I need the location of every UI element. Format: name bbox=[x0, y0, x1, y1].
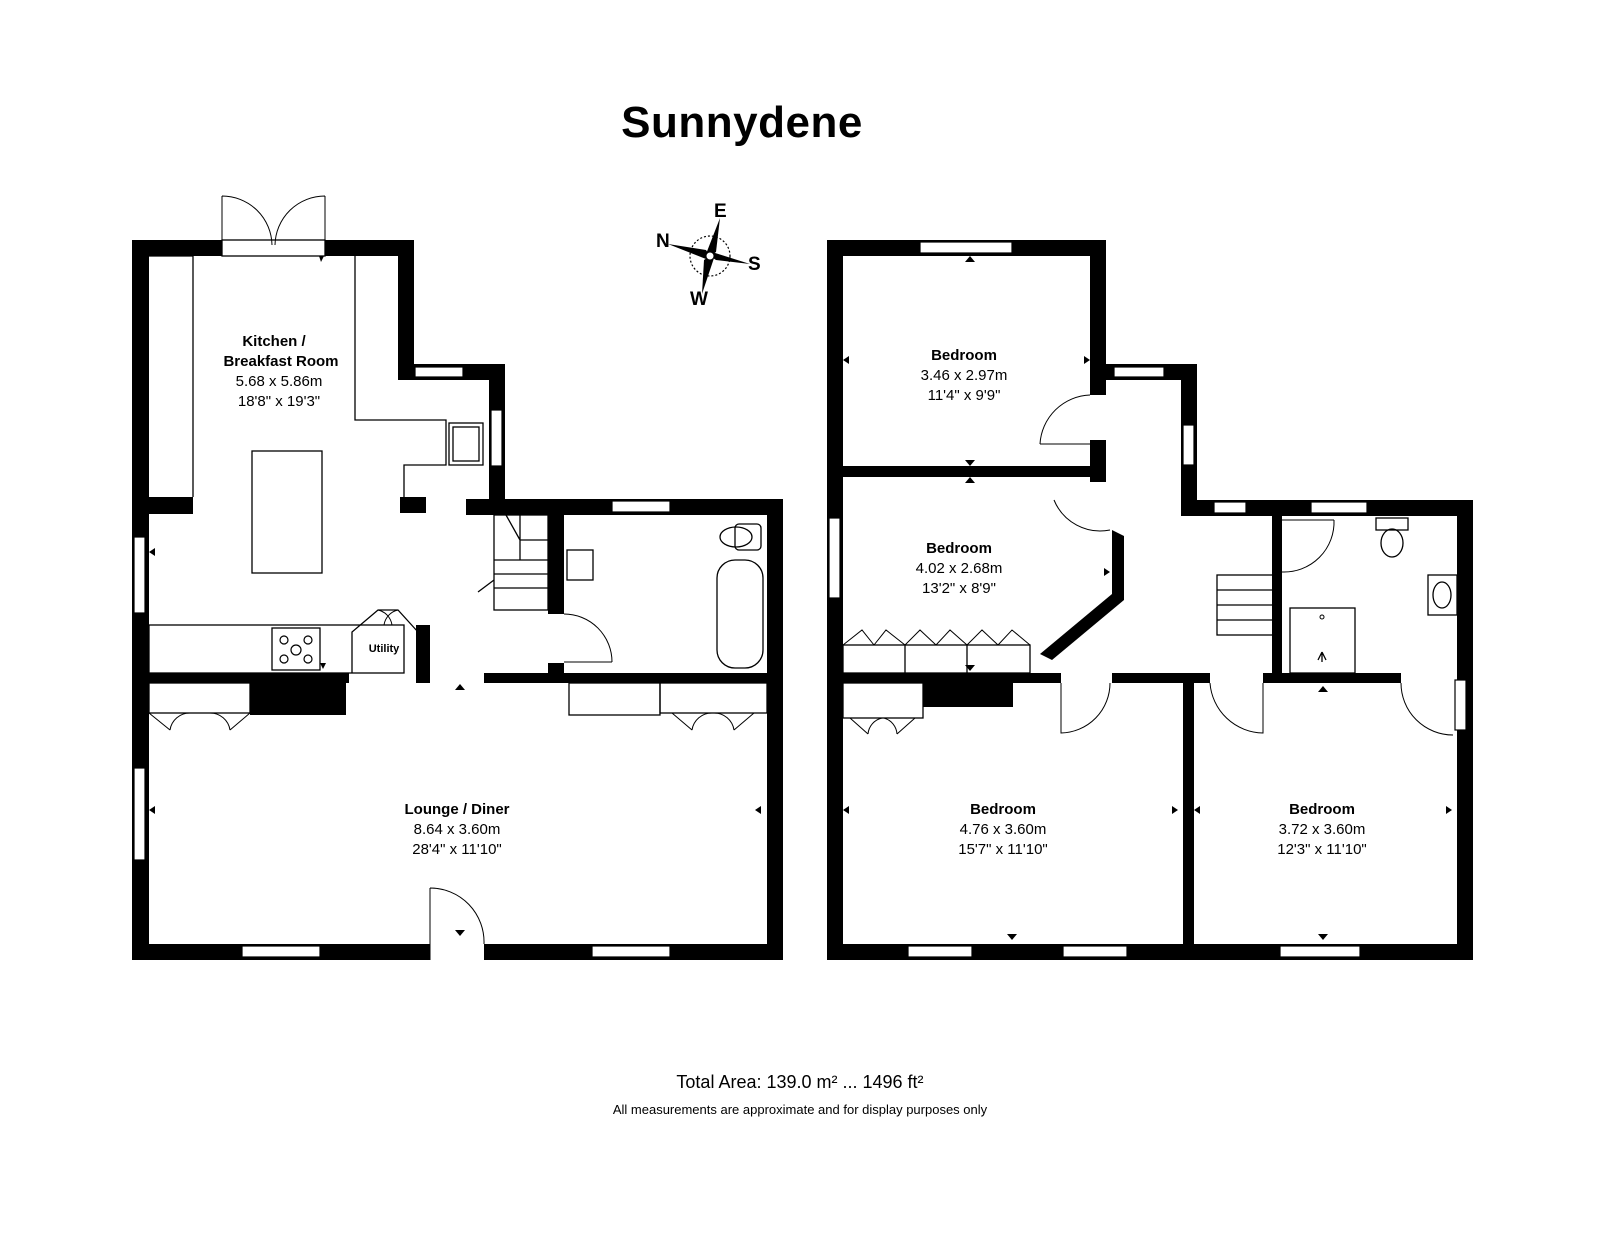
room-name-bedroom-1: Bedroom bbox=[931, 347, 997, 364]
room-imperial-bedroom-4: 12'3" x 11'10" bbox=[1277, 841, 1367, 858]
first-floor: Bedroom 3.46 x 2.97m 11'4" x 9'9" Bedroo… bbox=[827, 240, 1473, 960]
room-metric-bedroom-4: 3.72 x 3.60m bbox=[1279, 821, 1366, 838]
room-metric-bedroom-2: 4.02 x 2.68m bbox=[916, 560, 1003, 577]
compass-s: S bbox=[748, 254, 761, 275]
compass-icon: N E S W bbox=[656, 201, 761, 310]
room-name-lounge: Lounge / Diner bbox=[405, 801, 510, 818]
room-metric-lounge: 8.64 x 3.60m bbox=[414, 821, 501, 838]
room-name-bedroom-3: Bedroom bbox=[970, 801, 1036, 818]
total-area: Total Area: 139.0 m² ... 1496 ft² bbox=[676, 1072, 924, 1092]
room-metric-kitchen: 5.68 x 5.86m bbox=[236, 373, 323, 390]
room-name-kitchen-2: Breakfast Room bbox=[223, 353, 338, 370]
compass-w: W bbox=[690, 289, 708, 310]
room-imperial-lounge: 28'4" x 11'10" bbox=[412, 841, 502, 858]
room-name-kitchen: Kitchen / bbox=[242, 333, 306, 350]
room-name-utility: Utility bbox=[369, 643, 400, 655]
room-imperial-bedroom-2: 13'2" x 8'9" bbox=[922, 580, 996, 597]
room-imperial-bedroom-1: 11'4" x 9'9" bbox=[928, 387, 1001, 404]
room-name-bedroom-4: Bedroom bbox=[1289, 801, 1355, 818]
room-metric-bedroom-3: 4.76 x 3.60m bbox=[960, 821, 1047, 838]
compass-e: E bbox=[714, 201, 727, 222]
room-imperial-kitchen: 18'8" x 19'3" bbox=[238, 393, 320, 410]
disclaimer-note: All measurements are approximate and for… bbox=[612, 1102, 988, 1117]
ground-floor: Kitchen / Breakfast Room 5.68 x 5.86m 18… bbox=[132, 195, 783, 960]
plan-title: Sunnydene bbox=[621, 98, 863, 147]
compass-n: N bbox=[656, 231, 670, 252]
room-imperial-bedroom-3: 15'7" x 11'10" bbox=[958, 841, 1048, 858]
room-name-bedroom-2: Bedroom bbox=[926, 540, 992, 557]
room-metric-bedroom-1: 3.46 x 2.97m bbox=[921, 367, 1008, 384]
